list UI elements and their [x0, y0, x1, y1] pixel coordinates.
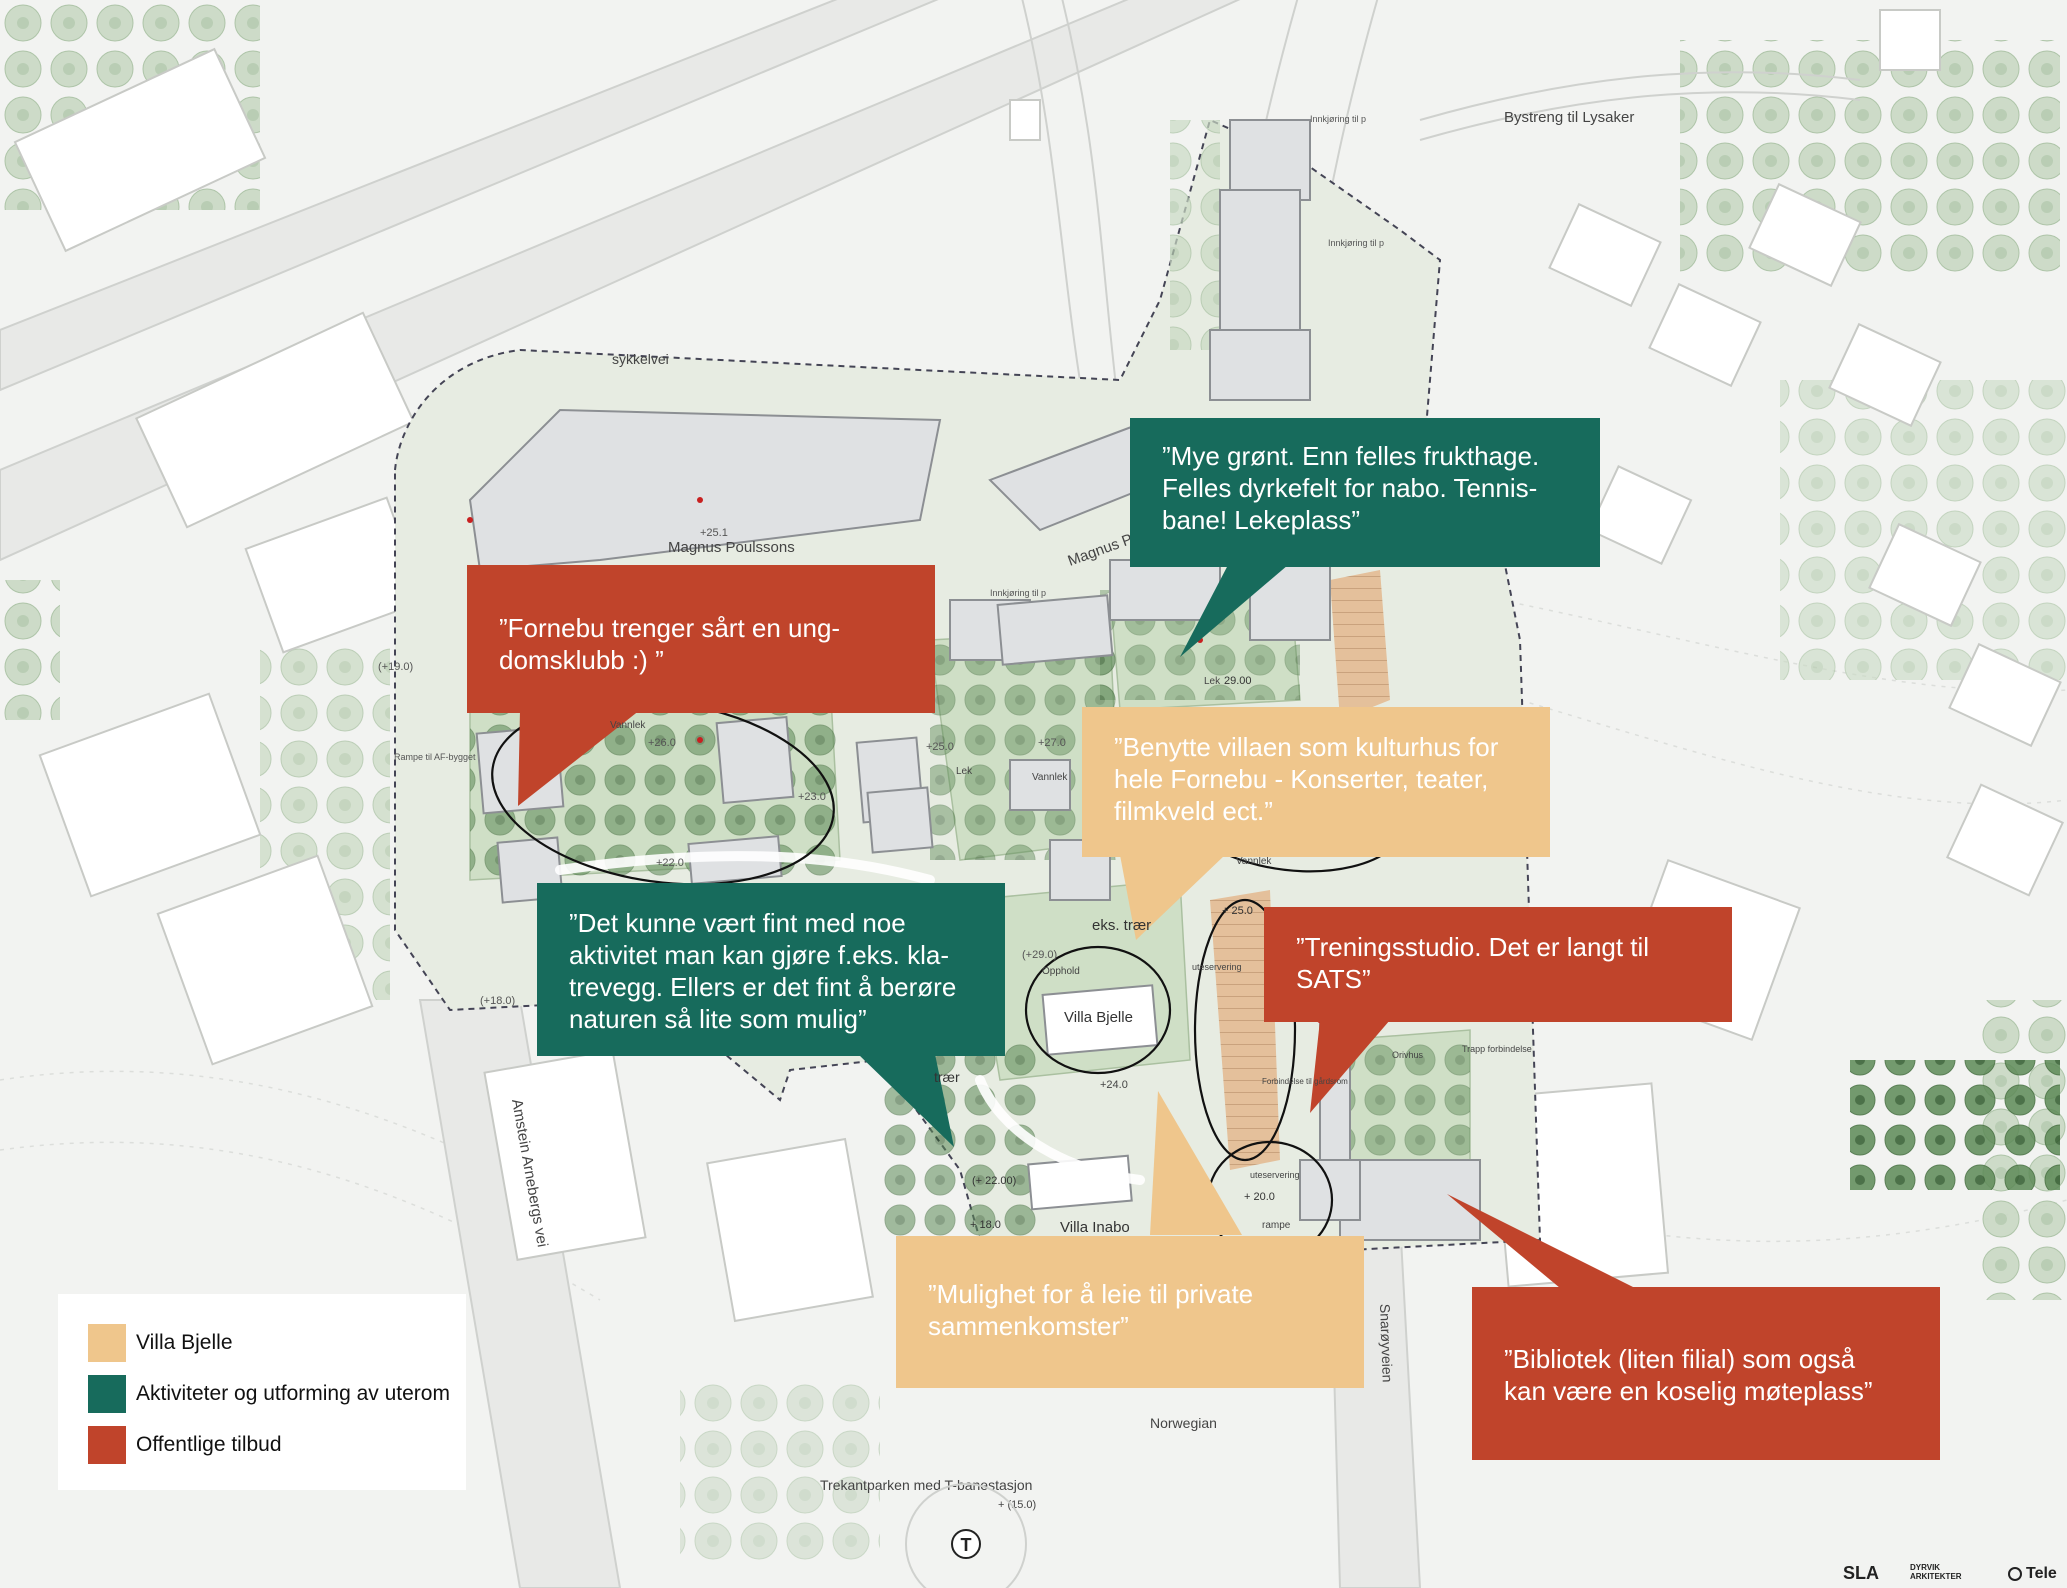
label-villa-inabo: Villa Inabo	[1060, 1219, 1130, 1236]
metro-station-symbol: T	[961, 1535, 972, 1555]
label-lek-1: Lek	[956, 766, 973, 777]
elev-220b: (+ 22.00)	[972, 1175, 1016, 1187]
legend-swatch-red	[88, 1426, 126, 1464]
telenor-icon	[2008, 1567, 2022, 1581]
legend-swatch-green	[88, 1375, 126, 1413]
pointer-aktivitet	[858, 1054, 954, 1147]
legend-item-villa-bjelle: Villa Bjelle	[88, 1324, 233, 1362]
label-vannlek-2: Vannlek	[1032, 772, 1068, 783]
label-opphold: Opphold	[1042, 966, 1080, 977]
elev-270: +27.0	[1038, 737, 1066, 749]
logo-tele: Tele	[2008, 1565, 2057, 1583]
label-sykkelvei: sykkelvei	[612, 351, 669, 367]
logo-dyrvik-line2: ARKITEKTER	[1910, 1572, 1962, 1581]
label-orivhus: Orivhus	[1392, 1050, 1424, 1060]
elev-19: (+19.0)	[378, 661, 413, 673]
callout-aktivitet-klatrevegg: ”Det kunne vært fint med noe aktivitet m…	[537, 883, 1005, 1056]
elev-220: +22.0	[656, 857, 684, 869]
logo-dyrvik: DYRVIK ARKITEKTER	[1910, 1563, 1962, 1581]
callout-mye-gront: ”Mye grønt. Enn felles frukthage. Felles…	[1130, 418, 1600, 567]
label-innkjoring-1: Innkjøring til p	[1310, 114, 1366, 124]
callout-fornebu-ungdomsklubb: ”Fornebu trenger sårt en ung- domsklubb …	[467, 565, 935, 713]
logo-dyrvik-line1: DYRVIK	[1910, 1563, 1941, 1572]
label-uteservering-2: uteservering	[1250, 1170, 1300, 1180]
elev-250: +25.0	[926, 741, 954, 753]
elev-180: + 18.0	[970, 1219, 1001, 1231]
label-innkjoring-3: Innkjøring til p	[990, 588, 1046, 598]
label-norwegian: Norwegian	[1150, 1415, 1217, 1431]
callout-bibliotek: ”Bibliotek (liten filial) som også kan v…	[1472, 1287, 1940, 1460]
label-bystreng: Bystreng til Lysaker	[1504, 109, 1634, 126]
logo-sla: SLA	[1843, 1563, 1879, 1583]
label-traer: trær	[934, 1069, 960, 1085]
label-snaroyveien: Snarøyveien	[1377, 1304, 1396, 1383]
metro-station-icon: T	[951, 1529, 981, 1559]
label-rampe-af: Rampe til AF-bygget	[394, 752, 476, 762]
legend-item-offentlige: Offentlige tilbud	[88, 1426, 282, 1464]
callout-villaen-kulturhus: ”Benytte villaen som kulturhus for hele …	[1082, 707, 1550, 857]
label-trapp: Trapp forbindelse	[1462, 1044, 1532, 1054]
legend-label: Aktiviteter og utforming av uterom	[136, 1382, 450, 1405]
pointer-leie	[1150, 1091, 1242, 1235]
elev-290a: 29.00	[1224, 675, 1252, 687]
elev-150: + (15.0)	[998, 1499, 1036, 1511]
pointer-trening	[1310, 1020, 1390, 1113]
elev-260: +26.0	[648, 737, 676, 749]
legend: Villa Bjelle Aktiviteter og utforming av…	[58, 1294, 466, 1490]
label-uteservering-1: uteservering	[1192, 962, 1242, 972]
elev-200: + 20.0	[1244, 1191, 1275, 1203]
label-vannlek-1: Vannlek	[610, 720, 646, 731]
callout-leie-private: ”Mulighet for å leie til private sammenk…	[896, 1236, 1364, 1388]
elev-250b: + 25.0	[1222, 905, 1253, 917]
elev-251: +25.1	[700, 527, 728, 539]
elev-240: +24.0	[1100, 1079, 1128, 1091]
label-magnus-poulssons: Magnus Poulssons	[668, 539, 795, 556]
pointer-villaen	[1120, 855, 1225, 940]
logo-tele-text: Tele	[2026, 1565, 2057, 1582]
elev-290b: (+29.0)	[1022, 949, 1057, 961]
pointer-fornebu	[518, 710, 640, 806]
legend-label: Villa Bjelle	[136, 1331, 233, 1354]
label-forbindelse: Forbindelse til gårdsrom	[1262, 1077, 1348, 1086]
elev-18: (+18.0)	[480, 995, 515, 1007]
label-villa-bjelle: Villa Bjelle	[1064, 1009, 1133, 1026]
pointer-gront	[1180, 565, 1288, 657]
elev-230: +23.0	[798, 791, 826, 803]
label-rampe: rampe	[1262, 1220, 1291, 1231]
legend-swatch-sand	[88, 1324, 126, 1362]
legend-item-aktiviteter: Aktiviteter og utforming av uterom	[88, 1375, 450, 1413]
pointer-bibliotek	[1447, 1194, 1635, 1288]
label-trekantparken: Trekantparken med T-banestasjon	[820, 1477, 1032, 1493]
label-innkjoring-2: Innkjøring til p	[1328, 238, 1384, 248]
callout-treningsstudio: ”Treningsstudio. Det er langt til SATS”	[1264, 907, 1732, 1022]
label-lek-2: Lek	[1204, 676, 1221, 687]
label-vannlek-3: Vannlek	[1236, 856, 1272, 867]
label-eks-tre: eks. trær	[1092, 917, 1151, 934]
legend-label: Offentlige tilbud	[136, 1433, 282, 1456]
